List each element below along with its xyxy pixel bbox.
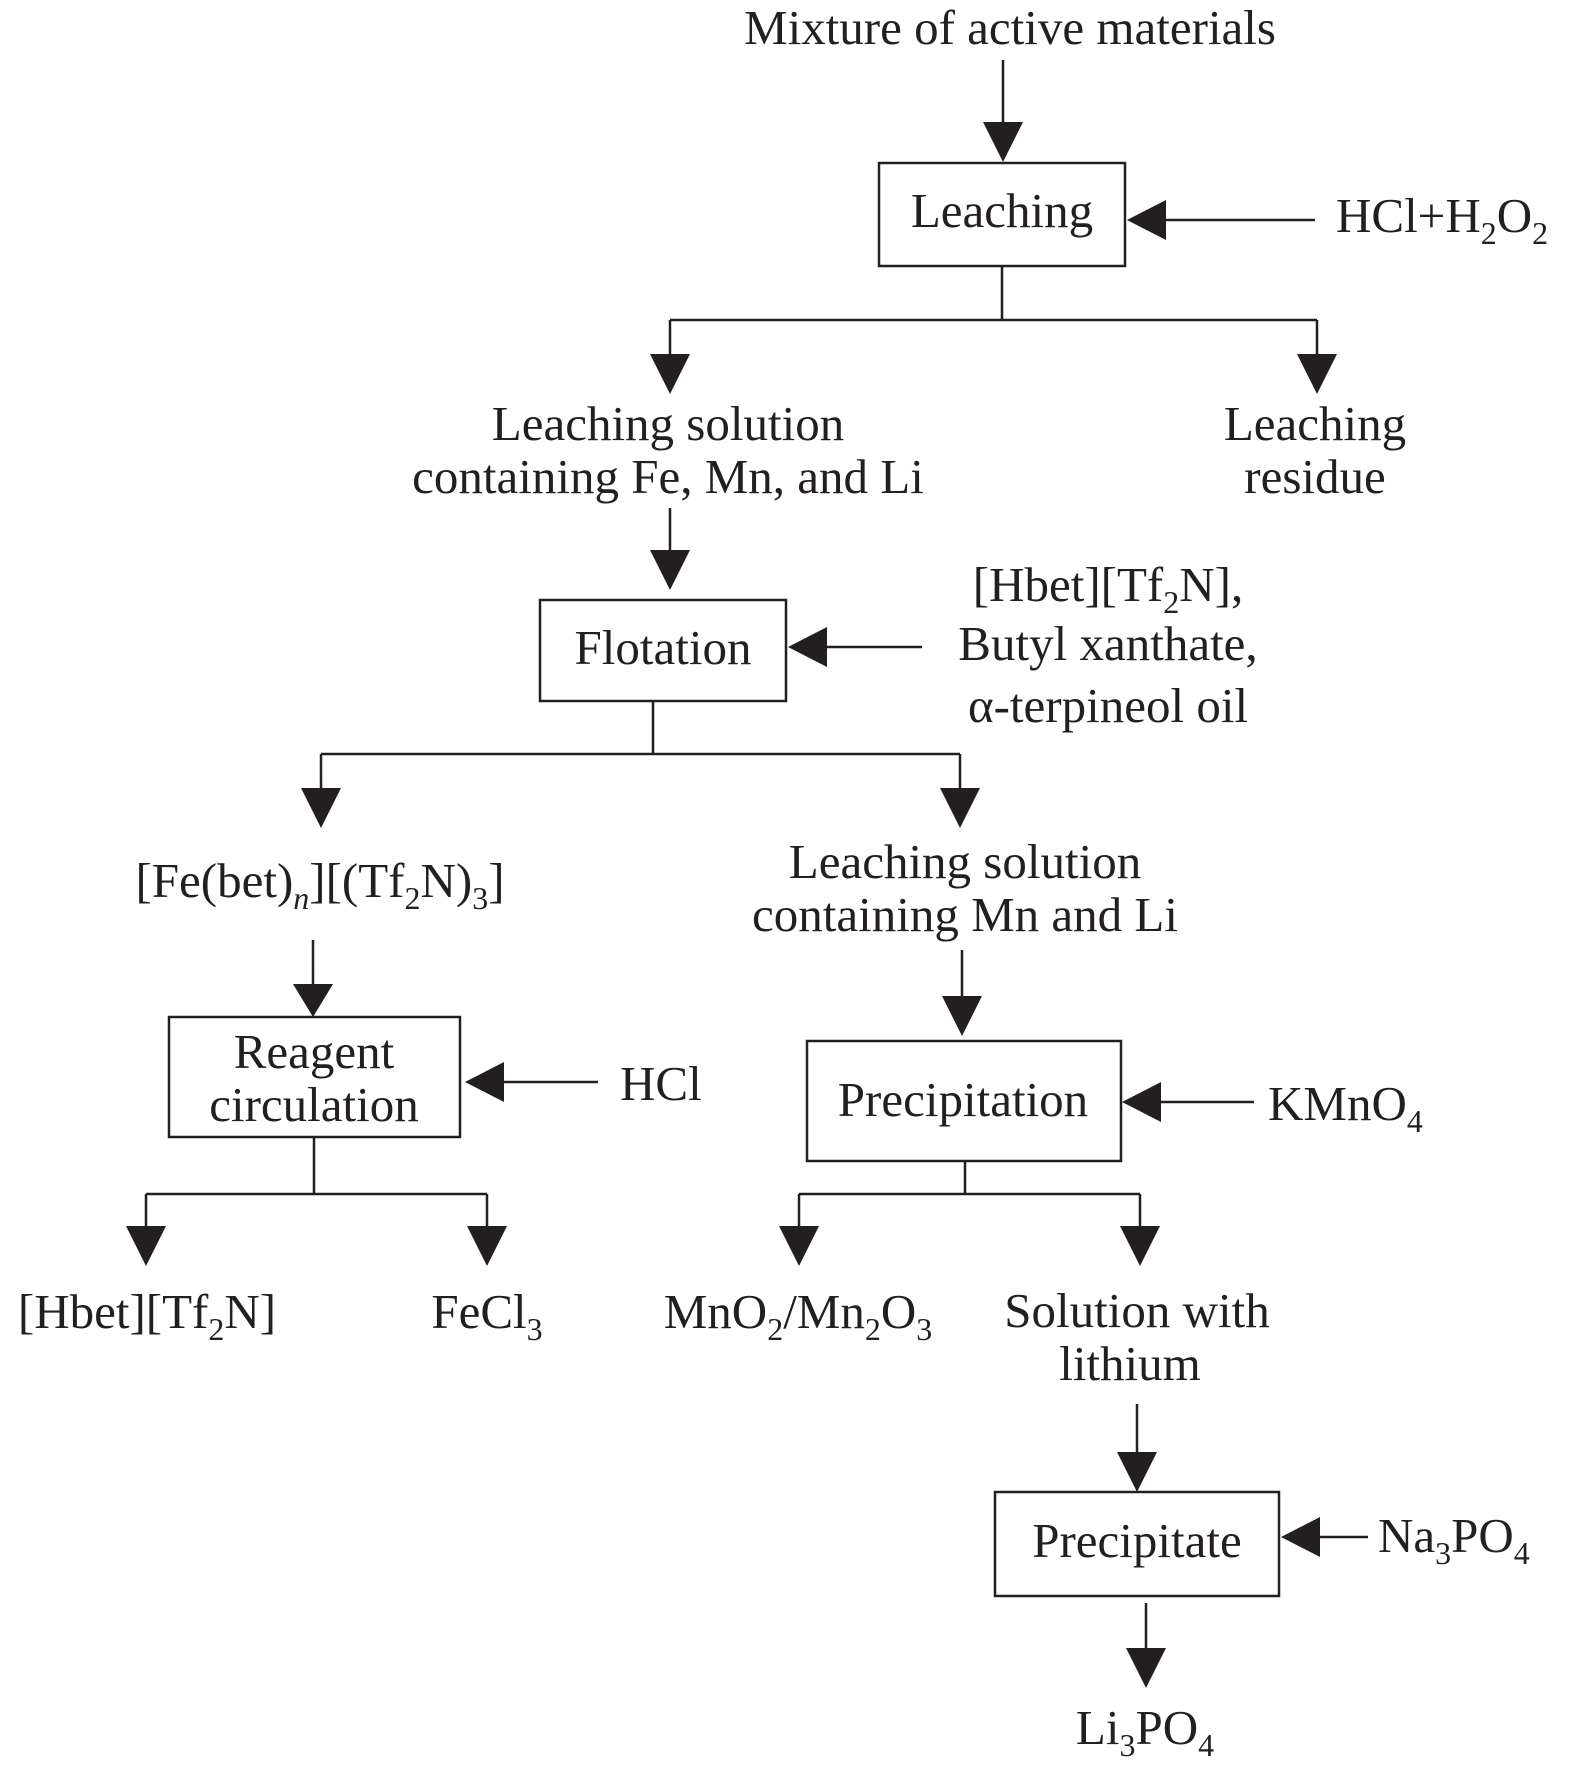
leach-residue-line2: residue — [1244, 449, 1386, 504]
arrow-head — [467, 1226, 507, 1266]
na3po4-label: Na3PO4 — [1378, 1508, 1530, 1571]
arrow-head — [465, 1062, 504, 1102]
leaching-label: Leaching — [911, 183, 1093, 238]
precipitate-box — [993, 1490, 1281, 1598]
precipitation-box — [805, 1039, 1123, 1163]
arrow-head — [126, 1226, 166, 1266]
arrow-head — [301, 788, 341, 828]
leach-solution-line2: containing Fe, Mn, and Li — [412, 449, 924, 504]
flotation-reagents-line3: α-terpineol oil — [968, 678, 1248, 733]
arrow-head — [1297, 354, 1337, 394]
flotation-box — [538, 598, 788, 703]
arrow-head — [779, 1226, 819, 1266]
arrow-head — [940, 788, 980, 828]
flotation-label: Flotation — [575, 620, 752, 675]
arrow-head — [788, 627, 827, 667]
arrow-head — [1126, 1648, 1166, 1688]
arrow-head — [983, 122, 1023, 162]
hcl-h2o2-label: HCl+H2O2 — [1336, 188, 1548, 251]
precipitation-label: Precipitation — [838, 1072, 1088, 1127]
reagent-circulation-line1: Reagent — [234, 1024, 395, 1079]
reagent-circulation-box — [167, 1015, 462, 1139]
mno2-mn2o3-product: MnO2/Mn2O3 — [664, 1284, 933, 1347]
fecl3-product: FeCl3 — [431, 1284, 542, 1347]
arrow-head — [650, 550, 690, 590]
mn-li-solution-line2: containing Mn and Li — [752, 887, 1178, 942]
fe-complex-label: [Fe(bet)n][(Tf2N)3] — [135, 853, 504, 916]
arrow-head — [293, 984, 333, 1017]
leaching-box — [877, 161, 1127, 268]
lithium-solution-line2: lithium — [1059, 1336, 1201, 1391]
arrow-head — [1122, 1082, 1161, 1122]
start-label: Mixture of active materials — [744, 0, 1276, 55]
reagent-circulation-line2: circulation — [209, 1077, 419, 1132]
arrow-head — [650, 354, 690, 394]
hcl-label: HCl — [620, 1056, 702, 1111]
leach-solution-line1: Leaching solution — [492, 396, 844, 451]
kmno4-label: KMnO4 — [1268, 1076, 1423, 1139]
arrow-head — [942, 996, 982, 1036]
arrow-head — [1120, 1226, 1160, 1266]
precipitate-label: Precipitate — [1032, 1513, 1242, 1568]
arrow-head — [1117, 1452, 1157, 1492]
arrow-head — [1127, 200, 1166, 240]
li3po4-product: Li3PO4 — [1076, 1700, 1214, 1763]
lithium-solution-line1: Solution with — [1004, 1283, 1269, 1338]
flotation-reagents-line1: [Hbet][Tf2N], — [973, 557, 1243, 620]
arrow-head — [1281, 1517, 1320, 1557]
leach-residue-line1: Leaching — [1224, 396, 1406, 451]
hbet-tf2n-product: [Hbet][Tf2N] — [18, 1284, 276, 1347]
flotation-reagents-line2: Butyl xanthate, — [958, 616, 1257, 671]
mn-li-solution-line1: Leaching solution — [789, 834, 1141, 889]
